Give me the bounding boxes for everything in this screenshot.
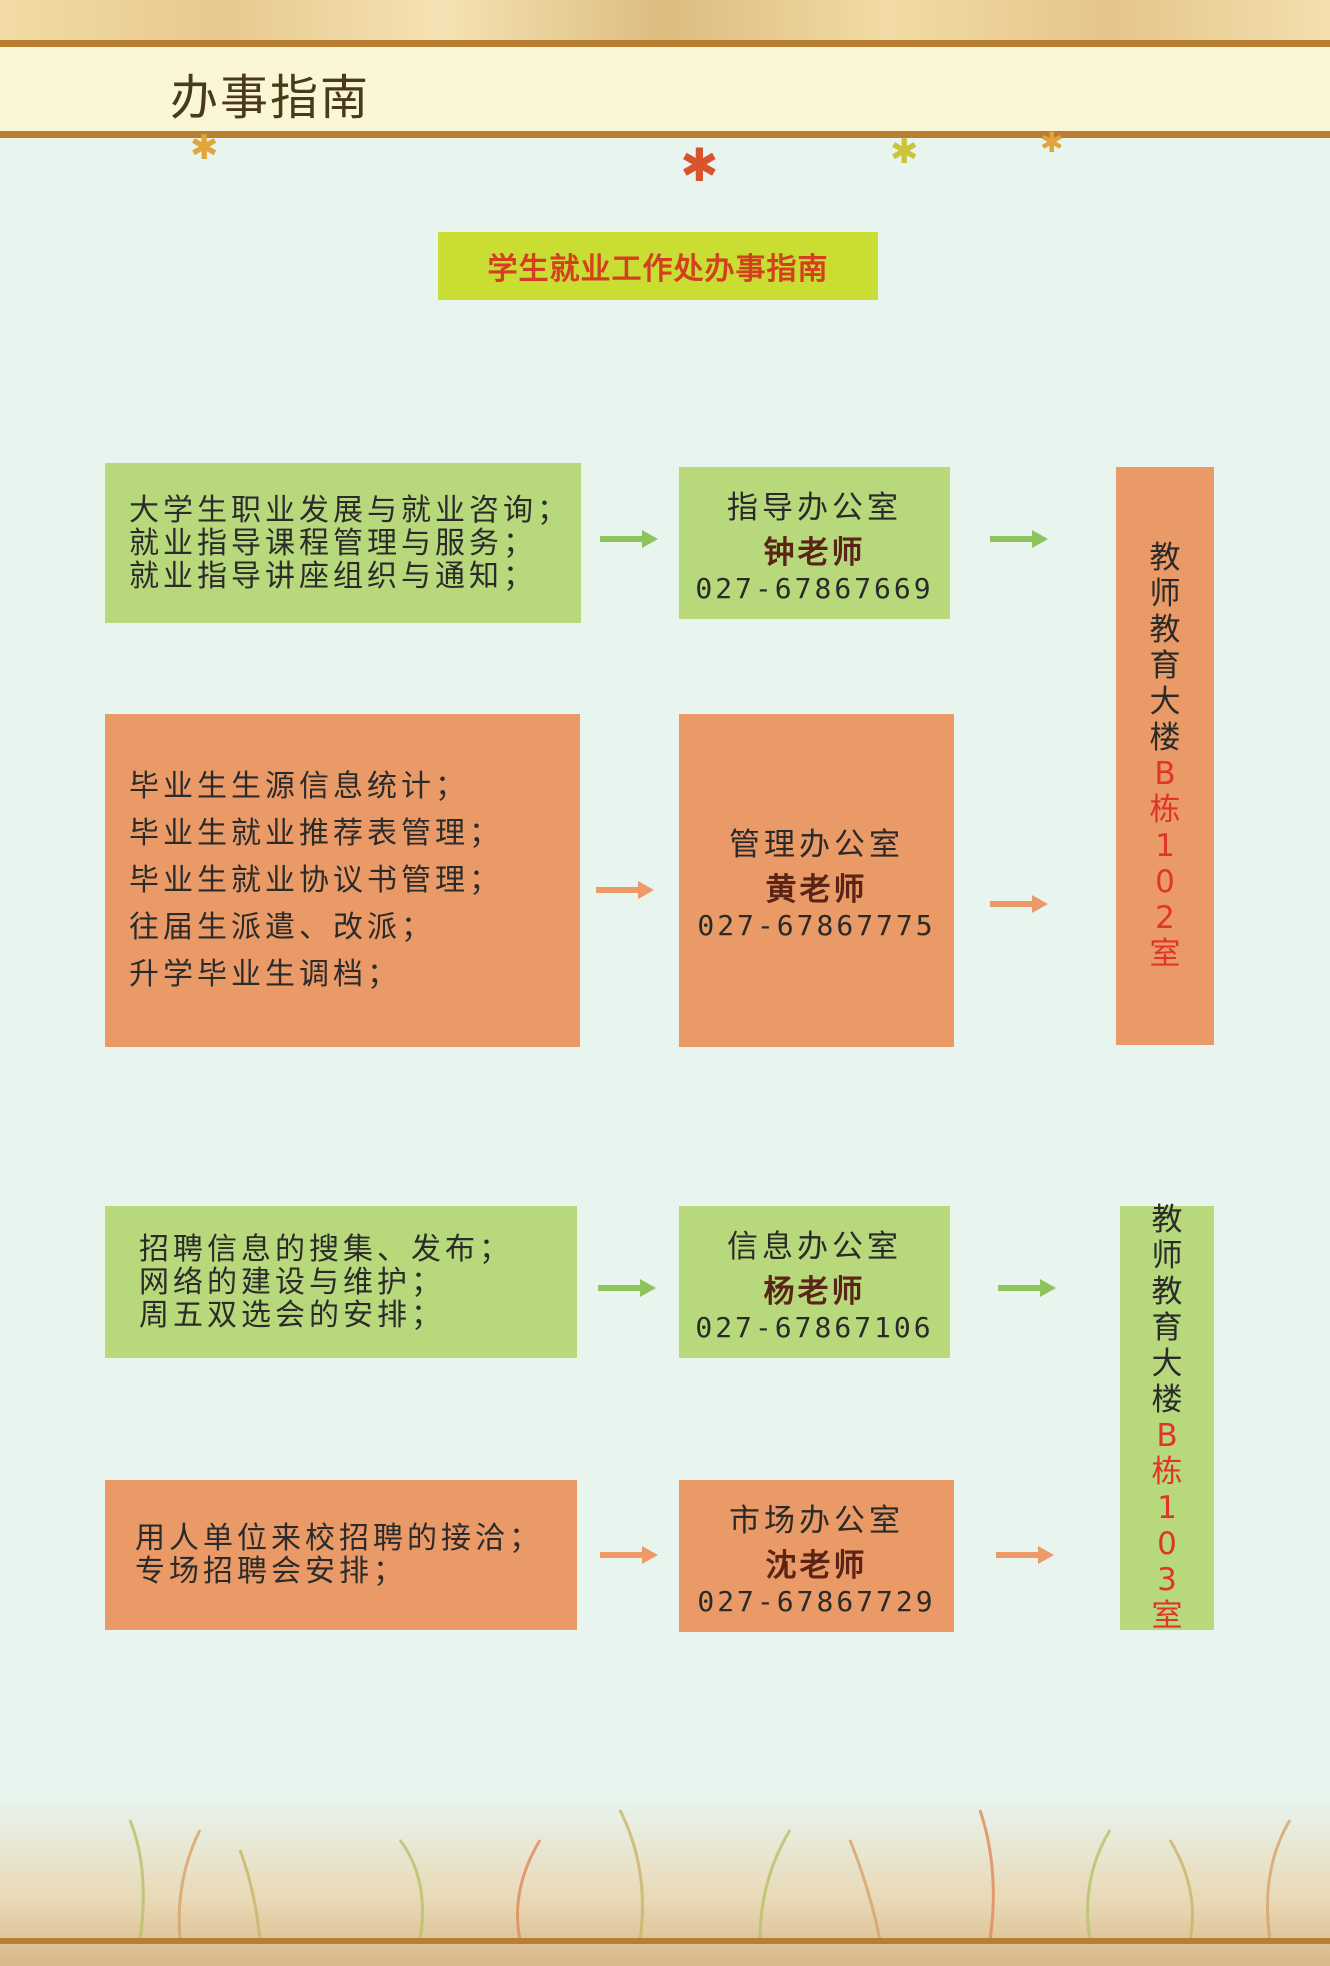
location-char: 师 [1152,1238,1183,1274]
room-char: 0 [1155,864,1175,900]
room-char: 室 [1150,936,1181,972]
office-box-information: 信息办公室 杨老师 027-67867106 [679,1206,950,1358]
location-char: 教 [1150,540,1181,576]
description-line: 就业指导课程管理与服务； [129,527,581,560]
description-box-information: 招聘信息的搜集、发布； 网络的建设与维护； 周五双选会的安排； [105,1206,577,1358]
description-line: 网络的建设与维护； [139,1266,577,1299]
page-title: 办事指南 [170,58,370,128]
description-line: 往届生派遣、改派； [129,904,580,951]
maple-leaf-icon: ✱ [890,132,919,172]
section-subtitle: 学生就业工作处办事指南 [438,232,878,300]
office-name: 管理办公室 [729,819,904,864]
description-line: 周五双选会的安排； [139,1299,577,1332]
room-char: B [1156,1418,1177,1454]
office-box-market: 市场办公室 沈老师 027-67867729 [679,1480,954,1632]
description-line: 用人单位来校招聘的接洽； [135,1522,577,1555]
office-box-management: 管理办公室 黄老师 027-67867775 [679,714,954,1047]
arrow-right-icon [596,879,654,901]
location-char: 育 [1150,648,1181,684]
location-char: 教 [1150,612,1181,648]
office-name: 市场办公室 [729,1495,904,1540]
phone-number: 027-67867775 [697,909,935,942]
teacher-name: 钟老师 [764,527,866,572]
room-char: B [1154,756,1175,792]
description-box-market: 用人单位来校招聘的接洽； 专场招聘会安排； [105,1480,577,1630]
phone-number: 027-67867669 [695,572,933,605]
maple-leaf-icon: ✱ [1040,126,1063,159]
office-name: 指导办公室 [727,482,902,527]
arrow-right-icon [998,1277,1056,1299]
office-name: 信息办公室 [727,1221,902,1266]
arrow-right-icon [600,1544,658,1566]
room-char: 2 [1155,900,1175,936]
teacher-name: 黄老师 [766,864,868,909]
room-char: 栋 [1150,792,1181,828]
arrow-right-icon [990,528,1048,550]
description-line: 招聘信息的搜集、发布； [139,1233,577,1266]
maple-leaf-icon: ✱ [190,128,219,168]
location-char: 楼 [1152,1382,1183,1418]
description-line: 就业指导讲座组织与通知； [129,560,581,593]
room-char: 0 [1157,1526,1177,1562]
office-box-guidance: 指导办公室 钟老师 027-67867669 [679,467,950,619]
teacher-name: 杨老师 [764,1266,866,1311]
location-box-b103: 教 师 教 育 大 楼 B 栋 1 0 3 室 [1120,1206,1214,1630]
phone-number: 027-67867729 [697,1585,935,1618]
room-char: 栋 [1152,1454,1183,1490]
arrow-right-icon [598,1277,656,1299]
arrow-right-icon [990,893,1048,915]
description-line: 升学毕业生调档； [129,951,580,998]
teacher-name: 沈老师 [766,1540,868,1585]
room-char: 1 [1157,1490,1177,1526]
description-line: 专场招聘会安排； [135,1555,577,1588]
location-char: 大 [1150,684,1181,720]
bottom-border [0,1938,1330,1944]
location-char: 大 [1152,1346,1183,1382]
location-char: 育 [1152,1310,1183,1346]
description-box-management: 毕业生生源信息统计； 毕业生就业推荐表管理； 毕业生就业协议书管理； 往届生派遣… [105,714,580,1047]
description-box-guidance: 大学生职业发展与就业咨询； 就业指导课程管理与服务； 就业指导讲座组织与通知； [105,463,581,623]
arrow-right-icon [600,528,658,550]
room-char: 室 [1152,1598,1183,1634]
phone-number: 027-67867106 [695,1311,933,1344]
location-box-b102: 教 师 教 育 大 楼 B 栋 1 0 2 室 [1116,467,1214,1045]
room-char: 1 [1155,828,1175,864]
description-line: 大学生职业发展与就业咨询； [129,494,581,527]
maple-leaf-icon: ✱ [680,138,719,192]
room-char: 3 [1157,1562,1177,1598]
leaf-decoration-top [0,0,1330,42]
description-line: 毕业生就业协议书管理； [129,857,580,904]
location-char: 教 [1152,1202,1183,1238]
location-char: 师 [1150,576,1181,612]
grass-icon [0,1790,1330,1940]
description-line: 毕业生生源信息统计； [129,763,580,810]
location-char: 教 [1152,1274,1183,1310]
location-char: 楼 [1150,720,1181,756]
arrow-right-icon [996,1544,1054,1566]
description-line: 毕业生就业推荐表管理； [129,810,580,857]
